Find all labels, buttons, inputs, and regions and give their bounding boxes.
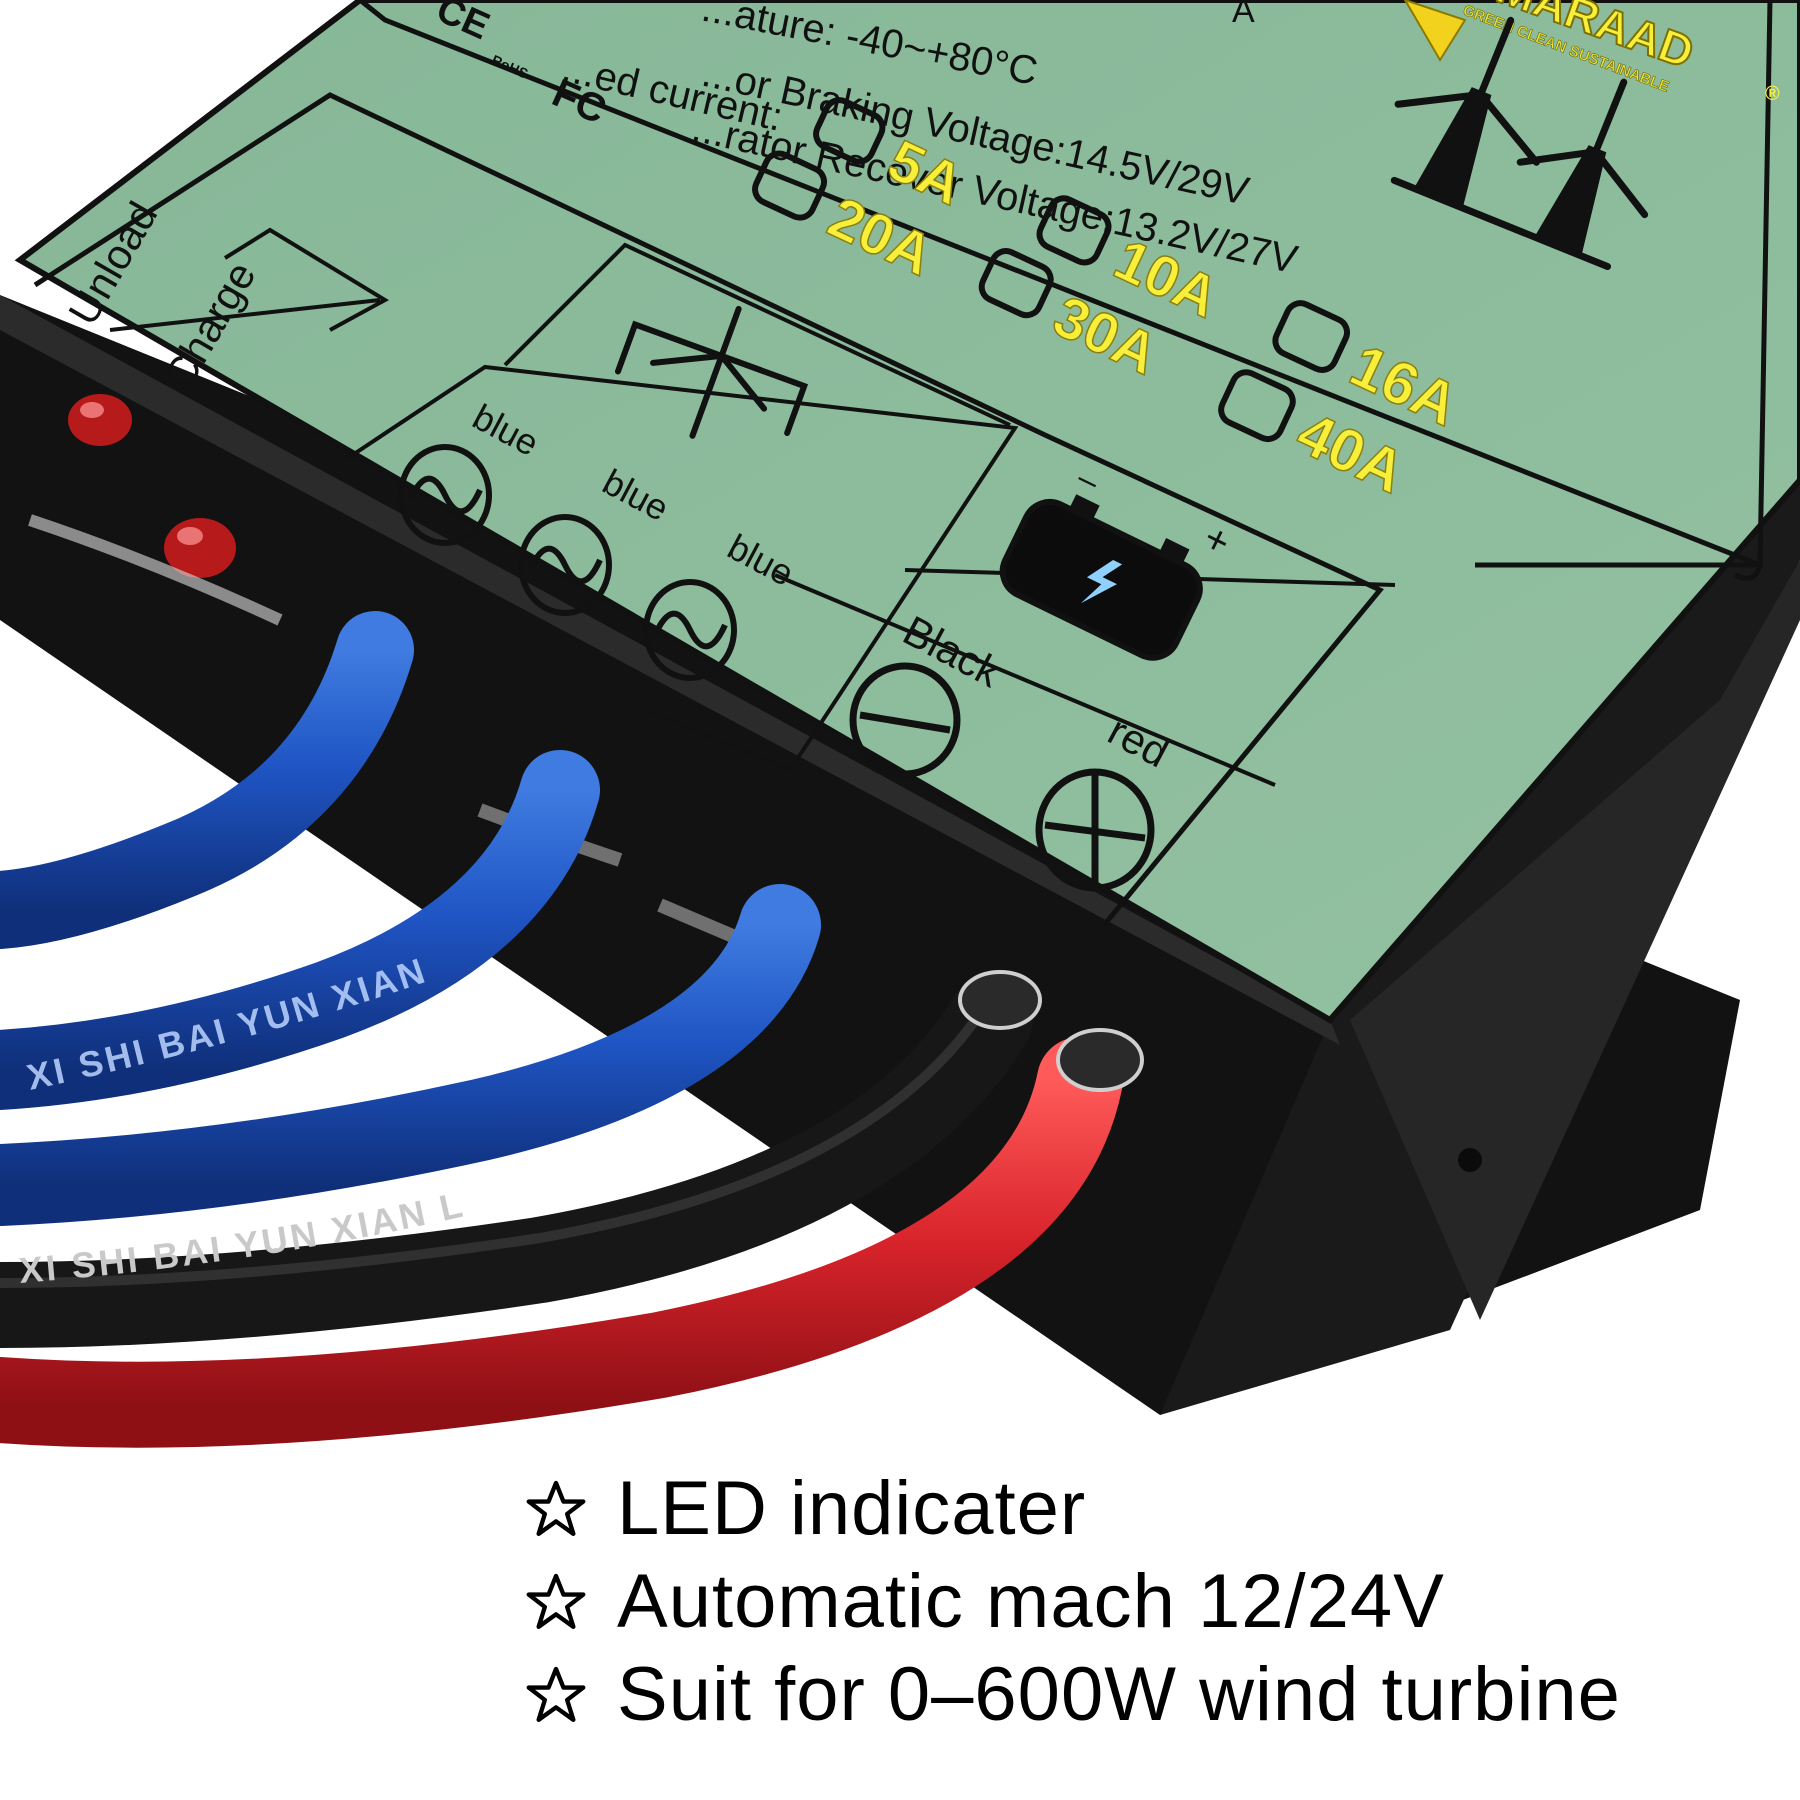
- wind-turbine-icon: [614, 305, 809, 439]
- plus-terminal-icon: [1035, 768, 1155, 892]
- sine-wave-icon: [643, 579, 737, 681]
- battery-icon: – +: [999, 459, 1237, 661]
- wind-turbine-icon: [1390, 16, 1649, 271]
- feature-list: LED indicater Automatic mach 12/24V Suit…: [525, 1462, 1785, 1741]
- sine-wave-icon: [398, 444, 492, 546]
- spec-partial-top: A: [1232, 0, 1255, 30]
- feature-item: LED indicater: [525, 1462, 1785, 1555]
- label-panel: [14, 0, 1800, 1024]
- sine-wave-icon: [518, 514, 612, 616]
- minus-terminal-icon: [849, 662, 961, 778]
- feature-text: Suit for 0–600W wind turbine: [617, 1652, 1621, 1737]
- star-outline-icon: [526, 1666, 586, 1722]
- feature-item: Automatic mach 12/24V: [525, 1555, 1785, 1648]
- brand-registered: ®: [1765, 83, 1780, 105]
- star-outline-icon: [526, 1573, 586, 1629]
- feature-item: Suit for 0–600W wind turbine: [525, 1648, 1785, 1741]
- feature-text: Automatic mach 12/24V: [617, 1559, 1445, 1644]
- star-outline-icon: [526, 1480, 586, 1536]
- feature-text: LED indicater: [617, 1466, 1087, 1551]
